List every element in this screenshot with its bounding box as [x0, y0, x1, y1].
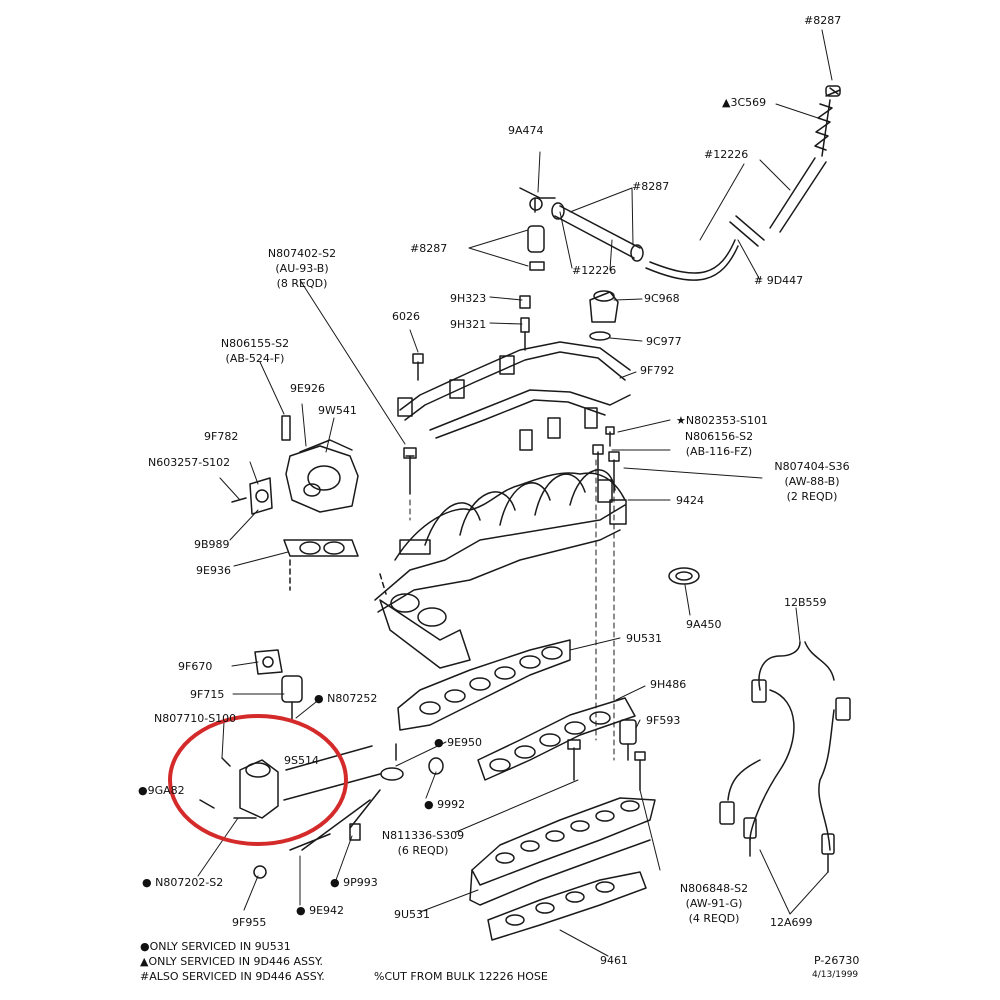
leader-lines — [197, 29, 833, 957]
highlight-circle — [168, 714, 348, 846]
label-9B989: 9B989 — [194, 538, 230, 551]
label-9H486: 9H486 — [650, 678, 687, 691]
label-N807252: ● N807252 — [314, 692, 378, 705]
label-N807710-S100: N807710-S100 — [154, 712, 237, 725]
label-9F593: 9F593 — [646, 714, 681, 727]
label-9GA82: ●9GA82 — [138, 784, 185, 797]
label-N806155-S2: N806155-S2 — [220, 337, 290, 350]
legend-line-3: #ALSO SERVICED IN 9D446 ASSY. — [140, 970, 325, 983]
label-9D447: # 9D447 — [754, 274, 804, 287]
label-9U531-top: 9U531 — [626, 632, 663, 645]
middle-gasket — [477, 697, 636, 781]
label-9H323: 9H323 — [450, 292, 487, 305]
label-N806156-spec: (AB-116-FZ) — [685, 445, 753, 458]
alignment-lines — [409, 459, 615, 761]
label-9F792: 9F792 — [640, 364, 675, 377]
label-N811336-qty: (6 REQD) — [397, 844, 449, 857]
label-12226-top: #12226 — [704, 148, 749, 161]
label-9E936: 9E936 — [196, 564, 231, 577]
egr-valve — [254, 649, 303, 721]
label-N807404-spec: (AW-88-B) — [784, 475, 840, 488]
bolts — [403, 353, 646, 791]
label-N806155-spec: (AB-524-F) — [225, 352, 285, 365]
label-N603257-S102: N603257-S102 — [148, 456, 231, 469]
label-8287-top: #8287 — [804, 14, 842, 27]
vacuum-hose-assembly — [519, 85, 841, 281]
label-9H321: 9H321 — [450, 318, 487, 331]
bottom-gasket — [487, 871, 647, 941]
drawing-date: 4/13/1999 — [812, 970, 859, 980]
label-N811336-S309: N811336-S309 — [381, 829, 465, 842]
label-N802353-S101: ★N802353-S101 — [676, 414, 769, 427]
label-N807202-S2: ● N807202-S2 — [142, 876, 224, 889]
legend-line-2: ▲ONLY SERVICED IN 9D446 ASSY. — [140, 955, 323, 968]
label-9F955: 9F955 — [232, 916, 267, 929]
label-9S514: 9S514 — [284, 754, 319, 767]
fuel-injector — [619, 719, 637, 761]
label-N806848-spec: (AW-91-G) — [685, 897, 743, 910]
label-N807402-spec: (AU-93-B) — [275, 262, 329, 275]
label-9C968: 9C968 — [644, 292, 680, 305]
actuator-assembly — [199, 745, 381, 819]
label-9P993: ● 9P993 — [330, 876, 378, 889]
fuel-rail — [397, 290, 631, 451]
label-3C569: ▲3C569 — [722, 96, 767, 109]
label-N807404-S36: N807404-S36 — [774, 460, 850, 473]
label-N807402-S2: N807402-S2 — [267, 247, 337, 260]
label-9F670: 9F670 — [178, 660, 213, 673]
label-12A699: 12A699 — [770, 916, 813, 929]
label-9E942: ● 9E942 — [296, 904, 345, 917]
label-9424: 9424 — [676, 494, 704, 507]
label-12226-mid: #12226 — [572, 264, 617, 277]
label-N806848-S2: N806848-S2 — [679, 882, 749, 895]
label-9W541: 9W541 — [318, 404, 357, 417]
label-9461: 9461 — [600, 954, 628, 967]
label-9E926: 9E926 — [290, 382, 325, 395]
small-hardware — [253, 743, 444, 879]
sensor-harness — [719, 641, 851, 873]
drawing-number: P-26730 — [814, 954, 860, 967]
lower-intake-manifold — [469, 797, 656, 906]
legend-line-1: ●ONLY SERVICED IN 9U531 — [140, 940, 291, 953]
label-8287-mid: #8287 — [632, 180, 670, 193]
label-9992: ● 9992 — [424, 798, 466, 811]
label-12B559: 12B559 — [784, 596, 827, 609]
label-9F782: 9F782 — [204, 430, 239, 443]
label-N807404-qty: (2 REQD) — [786, 490, 838, 503]
label-9F715: 9F715 — [190, 688, 225, 701]
label-9U531-bottom: 9U531 — [394, 908, 431, 921]
legend-line-4: %CUT FROM BULK 12226 HOSE — [374, 970, 548, 983]
upper-gasket — [397, 639, 571, 731]
label-9A450: 9A450 — [686, 618, 722, 631]
upper-intake-manifold — [374, 469, 700, 669]
label-6026: 6026 — [392, 310, 420, 323]
label-N807402-qty: (8 REQD) — [276, 277, 328, 290]
label-9C977: 9C977 — [646, 335, 682, 348]
label-N806156-S2: N806156-S2 — [684, 430, 754, 443]
label-9E950: ● 9E950 — [434, 736, 483, 749]
throttle-body — [231, 415, 387, 595]
label-N806848-qty: (4 REQD) — [688, 912, 740, 925]
label-9A474: 9A474 — [508, 124, 544, 137]
label-8287-left: #8287 — [410, 242, 448, 255]
